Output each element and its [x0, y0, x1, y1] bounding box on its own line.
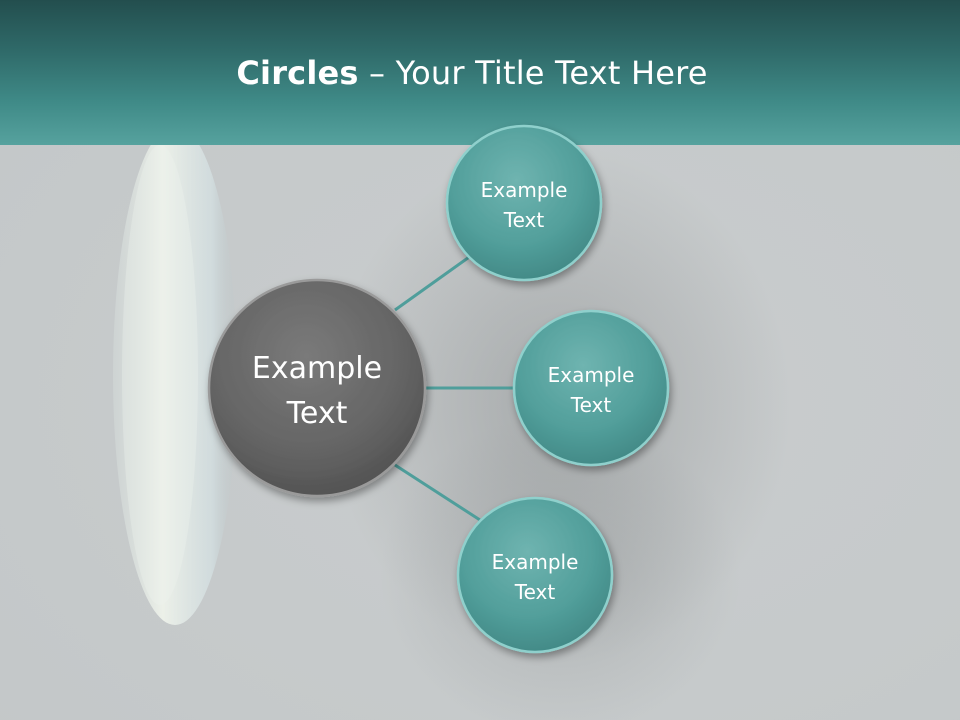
node-circle-middle[interactable]: Example Text — [512, 309, 670, 467]
connector-bottom — [394, 463, 481, 522]
center-text-line2: Text — [286, 396, 348, 431]
title-bar: Circles – Your Title Text Here — [0, 0, 960, 145]
title-bold: Circles — [236, 54, 359, 92]
center-text-line1: Example — [252, 351, 382, 386]
node-circle-bottom[interactable]: Example Text — [456, 496, 614, 654]
title-rest: – Your Title Text Here — [358, 54, 708, 92]
node-middle-line1: Example — [548, 363, 635, 387]
connector-top — [394, 253, 473, 312]
node-circle-top[interactable]: Example Text — [445, 124, 603, 282]
node-top-line1: Example — [481, 178, 568, 202]
node-middle-line2: Text — [570, 393, 612, 417]
node-top-line2: Text — [503, 208, 545, 232]
slide-title: Circles – Your Title Text Here — [0, 54, 944, 92]
node-bottom-line1: Example — [492, 550, 579, 574]
node-bottom-line2: Text — [514, 580, 556, 604]
center-circle[interactable]: Example Text — [207, 278, 427, 498]
